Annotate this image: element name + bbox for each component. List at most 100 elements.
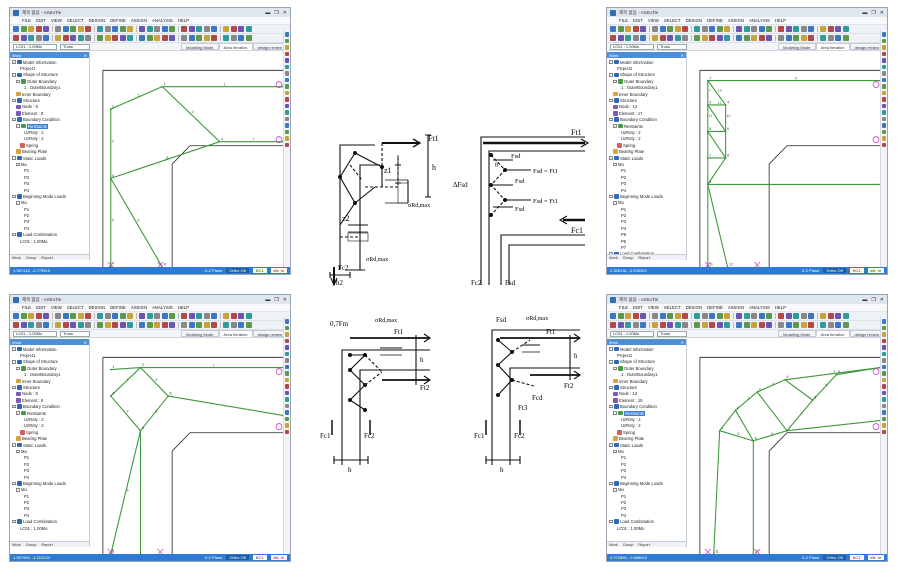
tab-mode-2[interactable]: design review	[252, 330, 287, 337]
toolbar-tool-icon[interactable]	[751, 35, 757, 41]
toolbar-tool-icon[interactable]	[97, 26, 103, 32]
tree-expand-icon[interactable]: -	[16, 79, 20, 84]
tree-node[interactable]: -Beginning Mode Loads	[607, 193, 686, 199]
tree-node[interactable]: -Shape of Structure	[607, 359, 686, 365]
toolbar-tool-icon[interactable]	[632, 313, 639, 319]
menu-assign[interactable]: ASSIGN	[727, 18, 745, 23]
toolbar-tool-icon[interactable]	[169, 35, 175, 41]
tree-node[interactable]: -Boundary Condition	[10, 117, 89, 123]
tree-node[interactable]: P3	[10, 467, 89, 473]
toolbar-tool-icon[interactable]	[800, 313, 807, 319]
view-tool-icon[interactable]	[284, 142, 290, 147]
panel-tab-group[interactable]: Group	[25, 543, 37, 547]
tree-expand-icon[interactable]: -	[609, 117, 613, 122]
toolbar-tool-icon[interactable]	[55, 26, 61, 32]
menu-help[interactable]: HELP	[177, 305, 190, 310]
tree-node[interactable]: UzRoty : 2	[10, 416, 89, 422]
menu-analysis[interactable]: ANALYSIS	[152, 18, 173, 23]
view-tool-icon[interactable]	[284, 84, 290, 89]
view-tool-icon[interactable]	[284, 358, 290, 363]
toolbar-tool-icon[interactable]	[139, 313, 145, 319]
toolbar-tool-icon[interactable]	[793, 322, 799, 328]
toolbar-tool-icon[interactable]	[245, 35, 252, 41]
tree-node[interactable]: UzRoty : 2	[607, 416, 686, 422]
toolbar-tool-icon[interactable]	[835, 313, 841, 319]
truss-node[interactable]	[109, 177, 112, 180]
view-tool-icon[interactable]	[881, 123, 887, 128]
tree-node[interactable]: Spring	[607, 142, 686, 148]
panel-tab-group[interactable]: Group	[25, 256, 37, 260]
view-tool-icon[interactable]	[284, 403, 290, 408]
toolbar-tool-icon[interactable]	[827, 313, 834, 319]
tree-expand-icon[interactable]: -	[12, 360, 16, 365]
view-tool-icon[interactable]	[284, 97, 290, 102]
toolbar-tool-icon[interactable]	[709, 313, 715, 319]
toolbar-tool-icon[interactable]	[62, 35, 69, 41]
tree-expand-icon[interactable]: -	[613, 162, 617, 167]
tree-node[interactable]: -Shape of Structure	[10, 72, 89, 78]
toolbar-tool-icon[interactable]	[827, 26, 834, 32]
tree-node[interactable]: -Shape of Structure	[607, 72, 686, 78]
menu-define[interactable]: DEFINE	[707, 18, 723, 23]
view-tool-icon[interactable]	[881, 90, 887, 95]
tree-node[interactable]: -Boundary Condition	[607, 404, 686, 410]
tree-expand-icon[interactable]: -	[613, 488, 617, 493]
strut-tie-model-view[interactable]: 12345678123456789101112	[688, 339, 880, 554]
load-case-select[interactable]: LC01 : 1.00Mu	[610, 330, 654, 337]
minimize-icon[interactable]: ▬	[862, 296, 868, 303]
panel-close-icon[interactable]: ✕	[83, 52, 87, 58]
tree-expand-icon[interactable]: -	[12, 232, 16, 237]
tree-node[interactable]: Node : 12	[607, 104, 686, 110]
truss-node[interactable]	[835, 373, 838, 376]
toolbar-tool-icon[interactable]	[751, 26, 757, 32]
toolbar-tool-icon[interactable]	[119, 322, 126, 328]
view-tool-icon[interactable]	[284, 377, 290, 382]
truss-node[interactable]	[282, 414, 283, 417]
toolbar-tool-icon[interactable]	[230, 26, 237, 32]
toolbar-tool-icon[interactable]	[800, 35, 807, 41]
tree-node[interactable]: -Shape of Structure	[10, 359, 89, 365]
tree-node[interactable]: -Model Information	[10, 59, 89, 65]
truss-node[interactable]	[786, 429, 788, 432]
tree-node[interactable]: P1	[10, 206, 89, 212]
toolbar-tool-icon[interactable]	[842, 322, 849, 328]
tree-expand-icon[interactable]: -	[12, 60, 16, 65]
truss-select[interactable]: Truss	[60, 43, 90, 50]
toolbar-tool-icon[interactable]	[820, 35, 826, 41]
tree-node[interactable]: P5	[607, 232, 686, 238]
tree-node[interactable]: P4	[607, 187, 686, 193]
tree-node[interactable]: P4	[10, 512, 89, 518]
truss-node[interactable]	[712, 553, 715, 554]
toolbar-tool-icon[interactable]	[238, 322, 244, 328]
view-tool-icon[interactable]	[284, 32, 290, 37]
toolbar-tool-icon[interactable]	[682, 35, 688, 41]
load-marker[interactable]	[872, 81, 880, 89]
view-tool-icon[interactable]	[881, 71, 887, 76]
toolbar-tool-icon[interactable]	[55, 35, 61, 41]
tree-node[interactable]: P1	[10, 455, 89, 461]
view-tool-icon[interactable]	[881, 345, 887, 350]
tree-expand-icon[interactable]: -	[609, 360, 613, 365]
tree-node[interactable]: Project1	[607, 352, 686, 358]
toolbar-tool-icon[interactable]	[127, 313, 133, 319]
truss-element[interactable]	[719, 409, 736, 432]
view-tool-icon[interactable]	[881, 364, 887, 369]
tree-node[interactable]: P3	[607, 467, 686, 473]
toolbar-tool-icon[interactable]	[112, 322, 118, 328]
toolbar-tool-icon[interactable]	[28, 35, 34, 41]
close-icon[interactable]: ✕	[879, 9, 884, 16]
tree-node[interactable]: Project1	[607, 65, 686, 71]
toolbar-tool-icon[interactable]	[20, 35, 27, 41]
view-tool-icon[interactable]	[881, 358, 887, 363]
toolbar-tool-icon[interactable]	[640, 322, 646, 328]
toolbar-tool-icon[interactable]	[70, 35, 76, 41]
kc-select[interactable]: KC1	[252, 555, 267, 560]
truss-node[interactable]	[161, 85, 164, 88]
toolbar-tool-icon[interactable]	[625, 26, 631, 32]
tree-expand-icon[interactable]: -	[12, 98, 16, 103]
toolbar-tool-icon[interactable]	[652, 322, 658, 328]
toolbar-tool-icon[interactable]	[701, 322, 708, 328]
kc-select[interactable]: KC1	[252, 268, 267, 273]
toolbar-tool-icon[interactable]	[104, 26, 111, 32]
toolbar-tool-icon[interactable]	[112, 313, 118, 319]
